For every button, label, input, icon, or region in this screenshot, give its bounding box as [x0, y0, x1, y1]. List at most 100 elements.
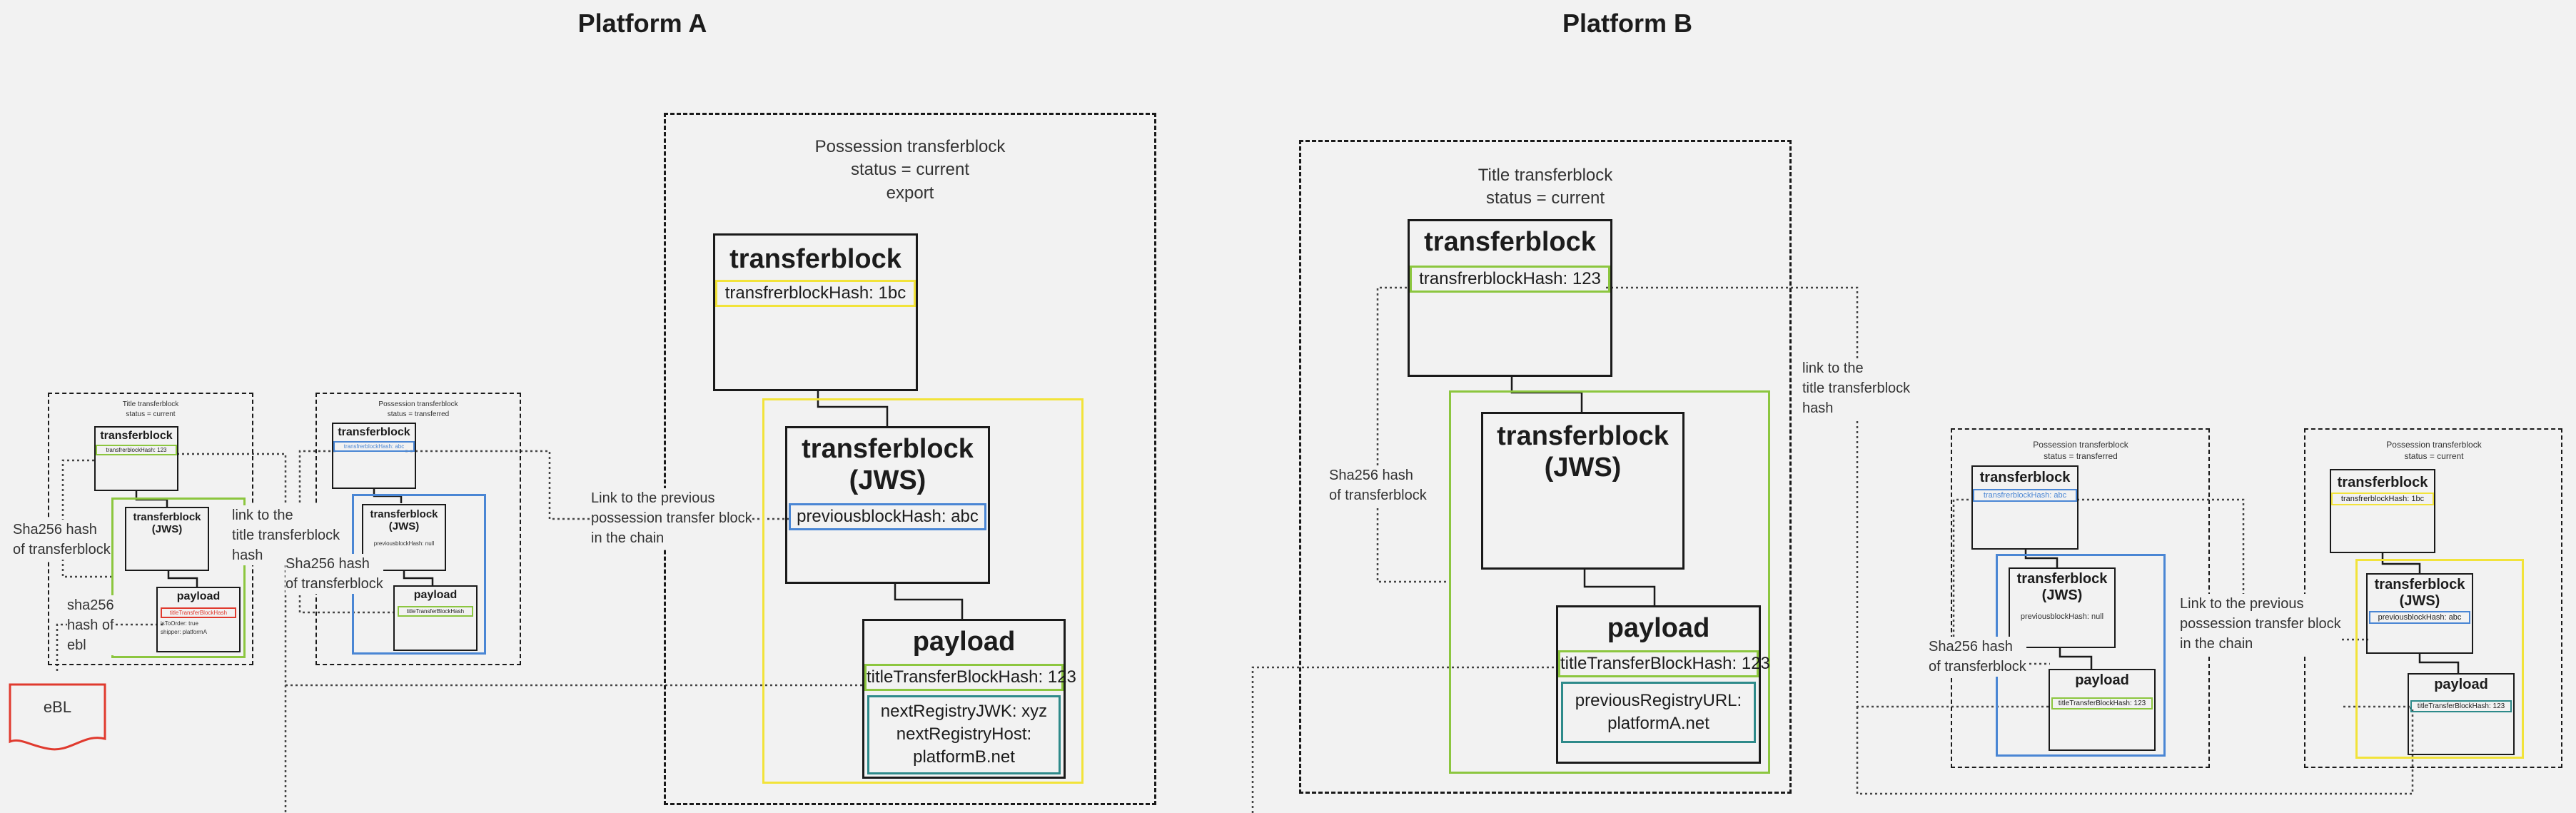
payload-heading: payload [2075, 672, 2129, 688]
jws-heading-line: transferblock [370, 508, 438, 520]
title-b-link-line [1606, 286, 2050, 708]
note-line: hash [1802, 400, 1834, 416]
transferblock-heading: transferblock [338, 426, 410, 438]
caption-line: status = current [2404, 451, 2464, 462]
green-jws-container [111, 498, 246, 658]
connector [2418, 654, 2460, 673]
possession-b1-previous-line [2077, 498, 2368, 641]
next-registry-field: nextRegistryJWK: xyz nextRegistryHost: p… [867, 695, 1061, 774]
payload-box: payload titleTransferBlockHash [393, 585, 478, 651]
sha256-ebl-note: sha256 hash of ebl [67, 595, 114, 655]
small-possession-caption: Possession transferblock status = curren… [2363, 439, 2505, 462]
possession-transferblock-container [664, 113, 1156, 805]
jws-heading: transferblock (JWS) [1483, 421, 1682, 483]
transferblock-box: transferblock transfrerblockHash: 1bc [713, 233, 918, 391]
caption-line: Title transferblock [1478, 166, 1613, 185]
payload-b-line [1251, 666, 1560, 813]
link-title-note: link to the title transferblock hash [1802, 358, 1911, 418]
jws-box: transferblock (JWS) previousblockHash: a… [2366, 573, 2473, 654]
transferblock-hash-field: transfrerblockHash: 1bc [2331, 493, 2434, 505]
jws-heading: transferblock (JWS) [126, 511, 208, 536]
next-registry-line: platformB.net [913, 747, 1015, 767]
previous-registry-field: previousRegistryURL: platformA.net [1561, 681, 1756, 744]
title-transfer-hash-field: titleTransferBlockHash: 123 [2410, 700, 2512, 712]
sha256-transferblock-note: Sha256 hash of transferblock [286, 554, 383, 594]
previous-block-hash-field: previousblockHash: null [373, 540, 435, 547]
previous-registry-line: previousRegistryURL: [1575, 690, 1742, 710]
title-caption: Title transferblock status = current [1403, 164, 1688, 211]
jws-heading-line: (JWS) [849, 465, 926, 495]
note-line: of transferblock [1929, 659, 2026, 675]
transferblock-heading: transferblock [100, 430, 173, 442]
yellow-jws-container [762, 398, 1084, 784]
green-jws-container [1449, 390, 1770, 774]
jws-box: transferblock (JWS) [1481, 412, 1684, 570]
payload-field-line: isToOrder: true [161, 620, 198, 627]
payload-box: payload titleTransferBlockHash isToOrder… [156, 587, 241, 652]
platform-a-title: Platform A [577, 9, 707, 38]
next-registry-line: nextRegistryHost: [896, 724, 1032, 744]
title-transfer-hash-field: titleTransferBlockHash: 123 [2051, 697, 2153, 710]
next-registry-line: nextRegistryJWK: xyz [880, 701, 1048, 721]
note-line: of transferblock [286, 576, 383, 592]
transferblock-hash-field: transfrerblockHash: abc [333, 441, 415, 453]
connector [1510, 377, 1583, 412]
transferblock-hash-field: transfrerblockHash: 123 [1410, 265, 1610, 293]
jws-box: transferblock (JWS) previousblockHash: n… [2009, 567, 2116, 648]
jws-heading-line: transferblock [133, 511, 201, 523]
note-line: Sha256 hash [13, 522, 97, 537]
caption-line: export [886, 183, 934, 203]
link-previous-note: Link to the previous possession transfer… [2180, 594, 2341, 654]
caption-line: Possession transferblock [814, 137, 1006, 156]
transferblock-box: transferblock transfrerblockHash: 1bc [2330, 469, 2435, 553]
title-transfer-hash-field: titleTransferBlockHash [398, 606, 473, 617]
previous-registry-line: platformA.net [1607, 714, 1709, 734]
transferblock-heading: transferblock [2337, 475, 2428, 490]
small-title-caption: Title transferblock status = current [79, 400, 222, 419]
caption-line: status = current [850, 160, 970, 180]
connector [894, 584, 964, 619]
payload-box: payload titleTransferBlockHash: 123 next… [862, 619, 1076, 779]
transferblock-hash-field: transfrerblockHash: abc [1973, 489, 2077, 502]
title-transfer-hash-field: titleTransferBlockHash [161, 607, 236, 619]
caption-line: status = current [126, 410, 176, 418]
payload-heading: payload [1607, 613, 1710, 643]
title-hash-line [177, 453, 866, 687]
title-b-hash-line [1376, 286, 1450, 583]
caption-line: Possession transferblock [378, 400, 458, 408]
caption-line: Possession transferblock [2033, 440, 2128, 450]
jws-heading-line: (JWS) [151, 523, 183, 536]
connector [2381, 553, 2421, 573]
caption-line: status = transferred [387, 410, 450, 418]
previous-block-hash-field: previousblockHash: null [2020, 612, 2104, 621]
jws-heading-line: transferblock [2016, 571, 2108, 587]
title-transferblock-container [1299, 140, 1792, 794]
ebl-document-icon [9, 683, 106, 751]
jws-heading: transferblock (JWS) [787, 434, 988, 496]
note-line: Link to the previous [2180, 596, 2304, 612]
transferblock-box: transferblock transfrerblockHash: abc [1971, 465, 2079, 550]
note-line: title transferblock [1802, 380, 1911, 396]
transferblock-box: transferblock transfrerblockHash: 123 [94, 426, 178, 491]
title-transfer-hash-field: titleTransferBlockHash: 123 [864, 663, 1076, 691]
small-possession-caption: Possession transferblock status = transf… [2009, 439, 2152, 462]
jws-heading-line: (JWS) [388, 520, 420, 533]
transferblock-heading: transferblock [1424, 227, 1596, 257]
sha256-transferblock-note: Sha256 hash of transferblock [1929, 637, 2026, 677]
transferblock-box: transferblock transfrerblockHash: 123 [1408, 219, 1612, 377]
hash-link-line [61, 459, 111, 578]
note-line: hash [232, 547, 263, 563]
note-line: link to the [232, 508, 293, 523]
payload-heading: payload [912, 627, 1016, 657]
jws-box: transferblock (JWS) previousblockHash: a… [785, 426, 990, 584]
connector [373, 489, 403, 503]
caption-line: status = current [1485, 188, 1605, 208]
sha256-transferblock-note: Sha256 hash of transferblock [13, 520, 111, 560]
ebl-hash-line [56, 623, 166, 671]
note-line: Sha256 hash [286, 556, 370, 572]
note-line: Sha256 hash [1929, 639, 2013, 655]
note-line: possession transfer block [2180, 616, 2341, 632]
connector [1583, 570, 1656, 605]
note-line: of transferblock [1329, 488, 1427, 503]
jws-heading: transferblock (JWS) [363, 508, 445, 533]
